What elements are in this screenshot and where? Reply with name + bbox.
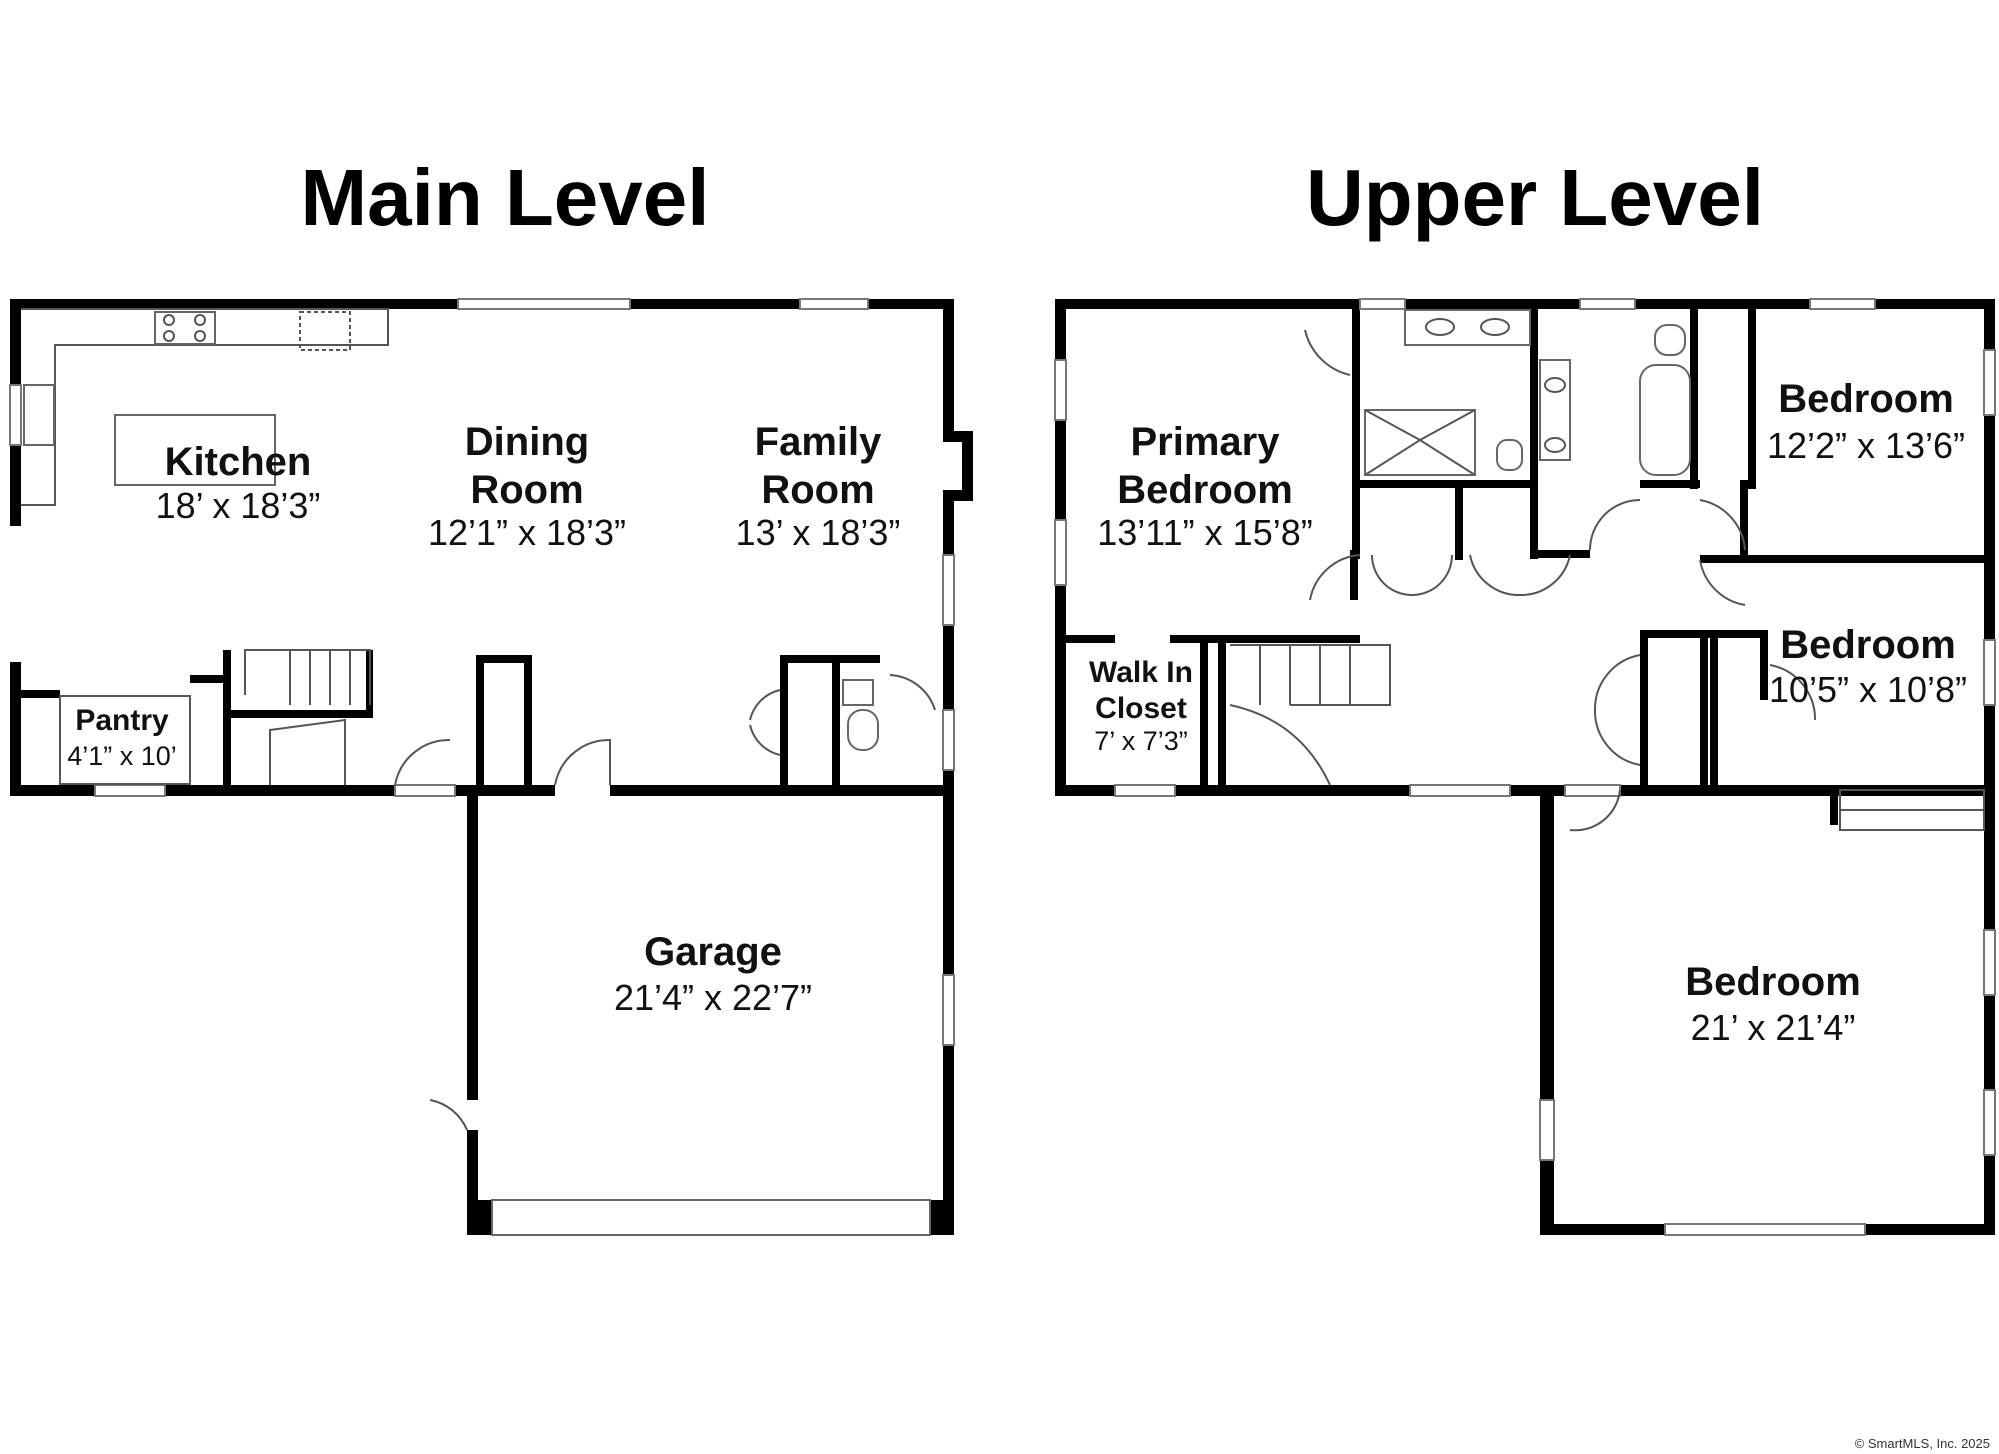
room-name: Pantry — [75, 704, 169, 737]
room-name: Bedroom — [1685, 960, 1861, 1004]
room-bedroom-4: Bedroom 21’ x 21’4” — [1685, 960, 1861, 1048]
main-level-title: Main Level — [300, 153, 709, 242]
room-dimensions: 21’4” x 22’7” — [614, 977, 812, 1018]
upper-level-plan — [1054, 298, 1996, 1236]
room-name-line-1: Family — [755, 420, 882, 464]
room-dimensions: 18’ x 18’3” — [156, 485, 321, 526]
room-bedroom-2: Bedroom 12’2” x 13’6” — [1767, 377, 1965, 466]
room-name-line-2: Room — [761, 468, 874, 512]
room-name-line-2: Bedroom — [1117, 468, 1293, 512]
room-dimensions: 12’2” x 13’6” — [1767, 425, 1965, 466]
room-name: Bedroom — [1778, 377, 1954, 421]
room-name-line-1: Primary — [1131, 420, 1281, 464]
room-name-line-1: Walk In — [1089, 656, 1193, 689]
room-dimensions: 12’1” x 18’3” — [428, 512, 626, 553]
copyright-notice: © SmartMLS, Inc. 2025 — [1855, 1436, 1990, 1451]
upper-level-title: Upper Level — [1306, 153, 1764, 242]
room-garage: Garage 21’4” x 22’7” — [614, 930, 812, 1018]
room-dimensions: 13’ x 18’3” — [736, 512, 901, 553]
room-bedroom-3: Bedroom 10’5” x 10’8” — [1769, 623, 1967, 710]
room-name: Bedroom — [1780, 623, 1956, 667]
room-name: Kitchen — [165, 440, 312, 484]
room-dimensions: 10’5” x 10’8” — [1769, 669, 1967, 710]
room-walk-in-closet: Walk In Closet 7’ x 7’3” — [1089, 656, 1193, 756]
room-name-line-1: Dining — [465, 420, 589, 464]
room-dimensions: 7’ x 7’3” — [1094, 726, 1188, 756]
room-dimensions: 13’11” x 15’8” — [1097, 512, 1312, 553]
room-pantry: Pantry 4’1” x 10’ — [67, 704, 177, 771]
room-dimensions: 21’ x 21’4” — [1691, 1007, 1856, 1048]
main-level-plan — [9, 298, 973, 1236]
room-name-line-2: Room — [470, 468, 583, 512]
room-name-line-2: Closet — [1095, 692, 1187, 725]
room-name: Garage — [644, 930, 782, 974]
room-kitchen: Kitchen 18’ x 18’3” — [156, 440, 321, 526]
room-dimensions: 4’1” x 10’ — [67, 741, 177, 771]
